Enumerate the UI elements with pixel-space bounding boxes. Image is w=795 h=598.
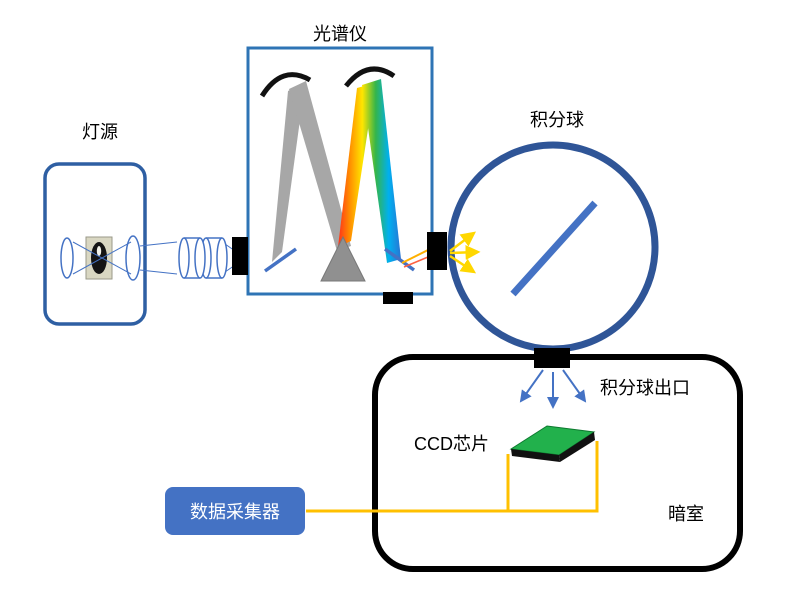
- rainbow-beam: [338, 79, 401, 263]
- cylinder-lens-icon: [178, 237, 228, 279]
- lamp-optics: [60, 235, 141, 281]
- yellow-ray-arrows: [449, 231, 481, 274]
- sphere-baffle: [510, 200, 598, 297]
- lens-icon: [60, 237, 74, 279]
- dark-room-label: 暗室: [668, 504, 704, 524]
- data-collector-box: 数据采集器: [165, 487, 305, 535]
- integrating-sphere-label: 积分球: [530, 110, 584, 130]
- curved-mirror-icon: [259, 72, 312, 98]
- spectrometer-bottom-port: [383, 292, 413, 304]
- flat-mirror-icon: [263, 247, 298, 273]
- signal-wires: [306, 441, 599, 513]
- lens-icon: [125, 235, 141, 281]
- blue-exit-arrows: [519, 369, 587, 409]
- ccd-chip-label: CCD芯片: [414, 434, 489, 454]
- exit-ray: [401, 249, 429, 268]
- curved-mirror-icon: [344, 66, 396, 88]
- sphere-exit-label: 积分球出口: [600, 378, 690, 398]
- flat-mirror-icon: [383, 247, 416, 272]
- spectrometer-exit-port: [427, 232, 447, 270]
- prism: [320, 235, 366, 282]
- arc-lamp-icon: [85, 236, 113, 280]
- sphere-exit-port: [534, 348, 570, 368]
- data-collector-label: 数据采集器: [190, 502, 280, 522]
- gray-beam: [272, 81, 351, 262]
- spectrometer-entrance-port: [232, 237, 248, 275]
- ccd-chip: [509, 425, 596, 462]
- lamp-source-label: 灯源: [82, 122, 118, 142]
- spectrometer-label: 光谱仪: [313, 24, 367, 44]
